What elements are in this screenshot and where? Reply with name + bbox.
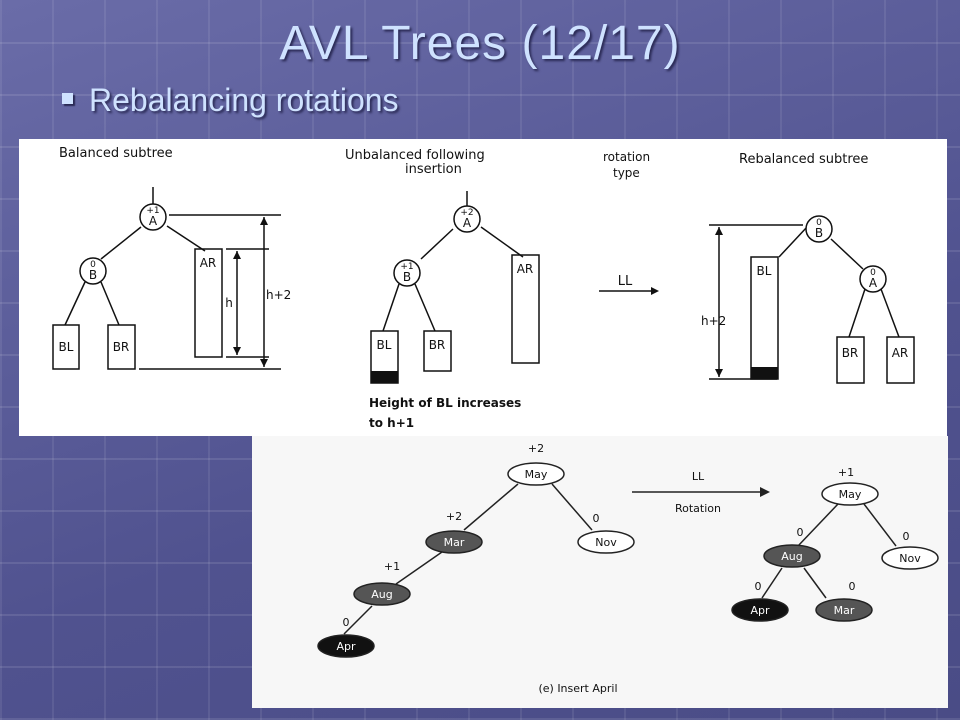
- unbalanced-note-1: Height of BL increases: [369, 396, 521, 410]
- node-label: Mar: [444, 536, 465, 549]
- rebalanced-height-label: h+2: [701, 314, 726, 328]
- balance-label: +2: [528, 442, 544, 455]
- unbalanced-heading-2: insertion: [405, 162, 462, 177]
- balanced-root-balance: +1: [146, 206, 159, 216]
- bullet-item: Rebalancing rotations: [62, 82, 399, 119]
- rotation-heading-2: type: [613, 166, 640, 180]
- square-bullet-icon: [62, 93, 73, 105]
- node-apr-before: [317, 634, 375, 658]
- node-label: Apr: [336, 640, 356, 653]
- slide-title: AVL Trees (12/17): [279, 17, 681, 70]
- node-may-before: [507, 462, 565, 486]
- node-mar-after: [815, 598, 873, 622]
- node-a-balanced: [139, 203, 167, 231]
- balance-label: 0: [593, 512, 600, 525]
- node-label: Aug: [371, 588, 392, 601]
- node-label: Mar: [834, 604, 855, 617]
- balance-label: 0: [849, 580, 856, 593]
- unbalanced-heading-1: Unbalanced following: [345, 148, 485, 163]
- rebalanced-root-balance: 0: [816, 218, 822, 228]
- unbalanced-root-balance: +2: [460, 208, 473, 218]
- balanced-right-subtree: AR: [200, 256, 217, 270]
- node-mar-before: [425, 530, 483, 554]
- node-may-after: [821, 482, 879, 506]
- balanced-heading: Balanced subtree: [59, 146, 173, 161]
- balanced-right-leaf: BR: [113, 340, 130, 354]
- node-aug-after: [763, 544, 821, 568]
- balance-label: +1: [838, 466, 854, 479]
- unbalanced-left-leaf: BL: [377, 338, 392, 352]
- bullet-text: Rebalancing rotations: [89, 82, 399, 118]
- node-a-unbalanced: [453, 205, 481, 233]
- node-label: Nov: [899, 552, 921, 565]
- node-b-unbalanced: [393, 259, 421, 287]
- node-b-balanced: [79, 257, 107, 285]
- unbalanced-root-name: A: [463, 216, 472, 230]
- rebalanced-left-subtree: BL: [757, 264, 772, 278]
- node-nov-before: [577, 530, 635, 554]
- rotation-heading-1: rotation: [603, 150, 650, 164]
- rotation-type: LL: [618, 274, 633, 289]
- node-b-rebalanced: [805, 215, 833, 243]
- node-nov-after: [881, 546, 939, 570]
- node-a-rebalanced: [859, 265, 887, 293]
- rotation-diagram: Balanced subtree +1 A 0 B BL BR AR h h+2…: [52, 146, 915, 430]
- node-label: Nov: [595, 536, 617, 549]
- rebalanced-heading: Rebalanced subtree: [739, 152, 868, 167]
- balance-label: 0: [343, 616, 350, 629]
- node-label: May: [525, 468, 548, 481]
- balance-label: +1: [384, 560, 400, 573]
- balance-label: 0: [755, 580, 762, 593]
- node-label: Aug: [781, 550, 802, 563]
- balanced-left-leaf: BL: [59, 340, 74, 354]
- balanced-child-balance: 0: [90, 260, 96, 270]
- diagram-caption: (e) Insert April: [538, 682, 617, 695]
- rebalanced-leaf-right: AR: [892, 346, 909, 360]
- rebalanced-root-name: B: [815, 226, 823, 240]
- unbalanced-note-2: to h+1: [369, 416, 414, 430]
- balanced-root-name: A: [149, 214, 158, 228]
- balance-label: 0: [797, 526, 804, 539]
- node-apr-after: [731, 598, 789, 622]
- balanced-height2-label: h+2: [266, 288, 291, 302]
- balance-label: 0: [903, 530, 910, 543]
- insert-april-diagram: May +2 Mar +2 Nov 0 Aug +1 Apr 0 LL Rota…: [317, 442, 939, 695]
- unbalanced-right-subtree: AR: [517, 262, 534, 276]
- balance-label: +2: [446, 510, 462, 523]
- node-label: Apr: [750, 604, 770, 617]
- insert-april-panel: May +2 Mar +2 Nov 0 Aug +1 Apr 0 LL Rota…: [252, 436, 948, 708]
- rotation-diagram-panel: Balanced subtree +1 A 0 B BL BR AR h h+2…: [19, 139, 947, 436]
- balanced-child-name: B: [89, 268, 97, 282]
- unbalanced-child-balance: +1: [400, 262, 413, 272]
- unbalanced-child-name: B: [403, 270, 411, 284]
- unbalanced-right-leaf: BR: [429, 338, 446, 352]
- rebalanced-leaf-left: BR: [842, 346, 859, 360]
- rebalanced-child-balance: 0: [870, 268, 876, 278]
- node-label: May: [839, 488, 862, 501]
- rebalanced-child-name: A: [869, 276, 878, 290]
- node-aug-before: [353, 582, 411, 606]
- balanced-height-label: h: [225, 296, 233, 310]
- rotation-label-2: Rotation: [675, 502, 721, 515]
- rotation-label-1: LL: [692, 470, 705, 483]
